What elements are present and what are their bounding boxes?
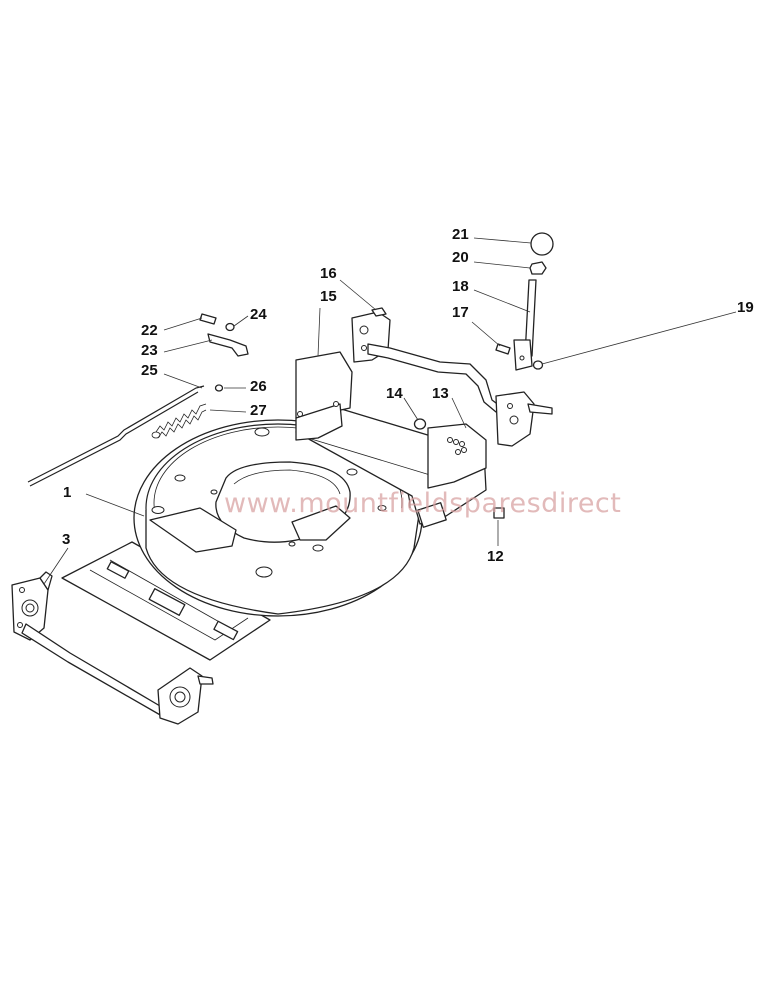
callout-14: 14 xyxy=(386,385,403,402)
rear-height-rail xyxy=(11,571,214,725)
callout-1: 1 xyxy=(63,484,71,501)
callout-27: 27 xyxy=(250,402,267,419)
callout-19: 19 xyxy=(737,299,754,316)
callout-23: 23 xyxy=(141,342,158,359)
height-bracket-left xyxy=(295,351,353,441)
height-lever xyxy=(513,279,537,371)
callout-12: 12 xyxy=(487,548,504,565)
leader-lines xyxy=(43,237,737,585)
callout-15: 15 xyxy=(320,288,337,305)
front-height-rod xyxy=(351,311,553,447)
callout-22: 22 xyxy=(141,322,158,339)
watermark-text: www.mountfieldsparesdirect xyxy=(224,488,621,519)
callout-25: 25 xyxy=(141,362,158,379)
callout-20: 20 xyxy=(452,249,469,266)
callout-21: 21 xyxy=(452,226,469,243)
callout-17: 17 xyxy=(452,304,469,321)
cutting-deck xyxy=(133,419,423,617)
deck-front-skirt xyxy=(61,541,271,661)
callout-24: 24 xyxy=(250,306,267,323)
loose-hardware xyxy=(27,232,554,519)
callout-3: 3 xyxy=(62,531,70,548)
height-bracket-right xyxy=(427,423,487,489)
callout-26: 26 xyxy=(250,378,267,395)
callout-13: 13 xyxy=(432,385,449,402)
callout-18: 18 xyxy=(452,278,469,295)
deck-rear-bar xyxy=(295,407,487,528)
callout-16: 16 xyxy=(320,265,337,282)
callout-labels: 1 3 12 13 14 15 16 17 18 19 20 21 22 23 … xyxy=(62,226,754,565)
